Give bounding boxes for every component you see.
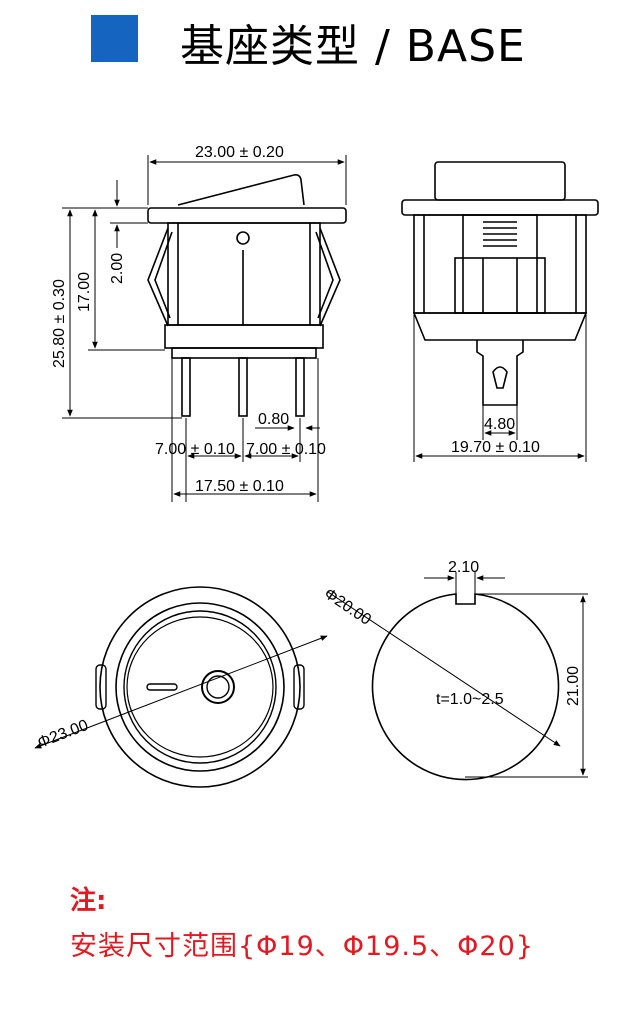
page-title: 基座类型 / BASE bbox=[180, 21, 526, 72]
dim-panel-thickness: t=1.0~2.5 bbox=[436, 691, 504, 708]
dim-terminal-width: 4.80 bbox=[484, 416, 515, 433]
note-label: 注: bbox=[70, 886, 107, 916]
dim-hole-diameter: Φ20.00 bbox=[321, 585, 374, 629]
dim-pins-span: 17.50 ± 0.10 bbox=[195, 478, 284, 495]
dim-height-body: 17.00 bbox=[76, 272, 93, 312]
dim-outer-diameter: Φ23.00 bbox=[35, 717, 90, 752]
header: 基座类型 / BASE bbox=[0, 0, 628, 80]
dim-height-total: 25.80 ± 0.30 bbox=[51, 279, 68, 368]
end-view-dimension-lines bbox=[413, 313, 587, 462]
dim-pin-thickness: 0.80 bbox=[258, 411, 289, 428]
dim-flange: 2.00 bbox=[109, 253, 126, 284]
dim-pitch-right: 7.00 ± 0.10 bbox=[246, 441, 326, 458]
top-view bbox=[95, 586, 305, 788]
dim-key-width: 2.10 bbox=[448, 559, 479, 576]
dim-cutout-height: 21.00 bbox=[565, 666, 582, 706]
top-view-dimension-lines bbox=[34, 635, 328, 749]
dim-pitch-left: 7.00 ± 0.10 bbox=[155, 441, 235, 458]
title-accent-square bbox=[91, 15, 138, 62]
dim-body-width: 19.70 ± 0.10 bbox=[451, 439, 540, 456]
panel-cutout bbox=[371, 593, 560, 781]
dim-width-top: 23.00 ± 0.20 bbox=[195, 144, 284, 161]
end-view bbox=[401, 161, 599, 406]
side-view-dimension-lines bbox=[62, 155, 347, 502]
side-view bbox=[147, 174, 347, 417]
panel-cutout-dimension-lines bbox=[327, 572, 588, 778]
note-text: 安装尺寸范围{Φ19、Φ19.5、Φ20} bbox=[70, 931, 534, 962]
